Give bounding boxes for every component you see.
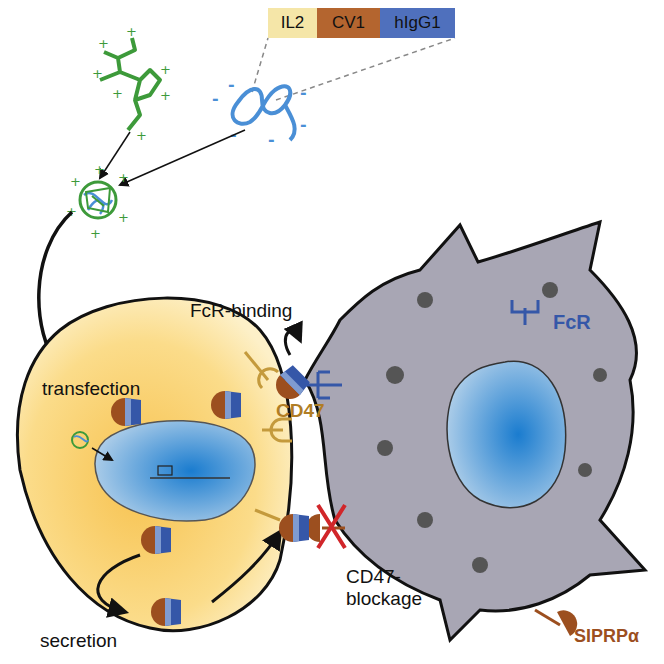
process-label: FcR-binding xyxy=(190,300,292,322)
construct-segment: CV1 xyxy=(317,8,380,38)
svg-text:+: + xyxy=(126,24,137,39)
svg-text:+: + xyxy=(118,210,129,225)
svg-text:+: + xyxy=(112,86,123,101)
receptor-label: SIPRPα xyxy=(574,626,639,647)
svg-text:-: - xyxy=(212,89,219,108)
svg-text:+: + xyxy=(98,36,109,51)
svg-text:-: - xyxy=(300,83,307,102)
receptor-label: CD47 xyxy=(276,400,325,422)
svg-text:-: - xyxy=(300,115,307,134)
process-label: transfection xyxy=(42,378,140,400)
svg-text:+: + xyxy=(160,62,171,77)
construct-segment: IL2 xyxy=(268,8,317,38)
svg-text:+: + xyxy=(94,162,105,177)
svg-text:-: - xyxy=(268,130,275,149)
receptor-label: FcR xyxy=(553,311,591,334)
segment-label: CV1 xyxy=(332,13,365,33)
svg-text:+: + xyxy=(92,66,103,81)
construct-segment: hIgG1 xyxy=(380,8,455,38)
segment-label: hIgG1 xyxy=(394,13,440,33)
process-label: secretion xyxy=(40,630,117,652)
svg-text:+: + xyxy=(90,226,101,241)
segment-label: IL2 xyxy=(281,13,305,33)
svg-text:-: - xyxy=(228,75,235,94)
svg-text:+: + xyxy=(160,88,171,103)
svg-text:+: + xyxy=(118,170,129,185)
svg-text:+: + xyxy=(70,174,81,189)
process-label: CD47-blockage xyxy=(346,566,436,610)
svg-text:+: + xyxy=(136,128,147,143)
